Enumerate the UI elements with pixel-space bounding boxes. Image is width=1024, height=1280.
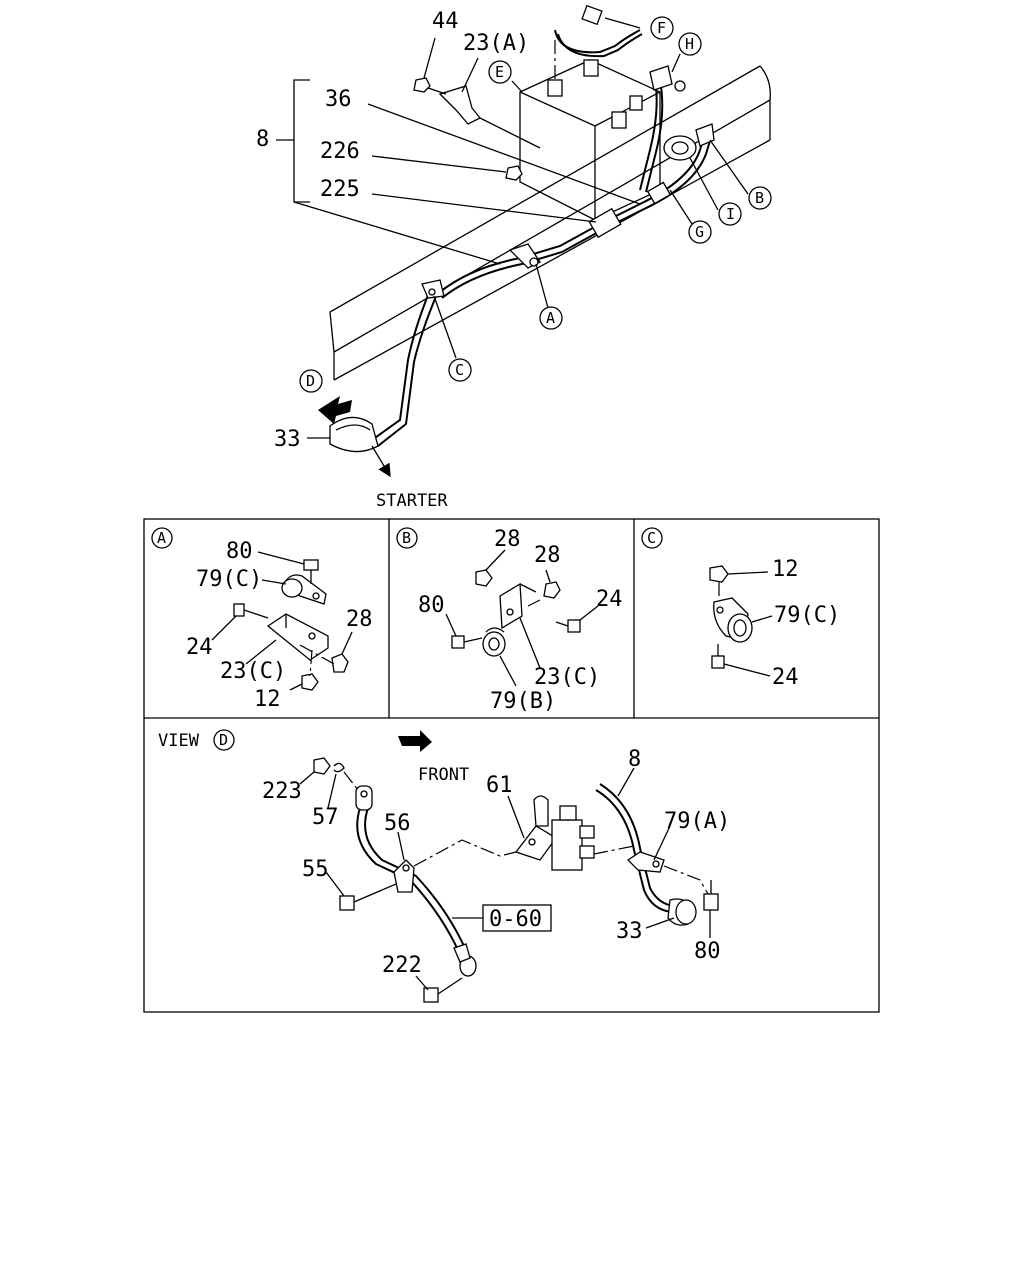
view-d-label-56: 56 <box>384 811 411 836</box>
label-36: 36 <box>325 87 352 112</box>
label-starter: STARTER <box>376 491 448 511</box>
svg-text:A: A <box>546 309 555 327</box>
label-44: 44 <box>432 9 459 34</box>
battery-box <box>519 40 661 221</box>
front-arrow-icon <box>398 730 432 752</box>
front-label: FRONT <box>418 765 469 785</box>
svg-text:C: C <box>647 529 656 547</box>
view-d-label-33: 33 <box>616 919 643 944</box>
view-d-label-61: 61 <box>486 773 513 798</box>
detail-a-label-79c: 79(C) <box>196 567 262 592</box>
detail-c-label-79c: 79(C) <box>774 603 840 628</box>
circle-callout-e: E <box>488 60 512 84</box>
view-d-label-57: 57 <box>312 805 339 830</box>
detail-a: A 80 79(C) 24 23(C) 28 12 <box>151 527 373 712</box>
cable-harness <box>318 4 715 478</box>
svg-text:F: F <box>657 19 666 37</box>
circle-callout-h: H <box>678 32 702 56</box>
svg-text:A: A <box>157 529 166 547</box>
label-226: 226 <box>320 139 360 164</box>
circle-callout-f: F <box>650 16 674 40</box>
main-assembly: 44 23(A) 36 8 226 225 33 STARTER E F H B… <box>256 4 772 511</box>
detail-c-label-24: 24 <box>772 665 799 690</box>
detail-b-label-28b: 28 <box>534 543 561 568</box>
label-33: 33 <box>274 427 301 452</box>
label-8: 8 <box>256 127 269 152</box>
svg-text:G: G <box>695 223 704 241</box>
detail-a-label-12: 12 <box>254 687 281 712</box>
view-d: VIEW D FRONT <box>158 729 730 1003</box>
detail-b-label-79b: 79(B) <box>490 689 556 714</box>
circle-callout-a: A <box>539 306 563 330</box>
ref-box-label: 0-60 <box>489 907 542 932</box>
label-23a: 23(A) <box>463 31 529 56</box>
view-d-label-55: 55 <box>302 857 329 882</box>
detail-b-label-28a: 28 <box>494 527 521 552</box>
circle-callout-i: I <box>718 202 742 226</box>
svg-text:E: E <box>495 63 504 81</box>
svg-text:I: I <box>726 205 735 223</box>
detail-a-label-23c: 23(C) <box>220 659 286 684</box>
detail-b-label-23c: 23(C) <box>534 665 600 690</box>
detail-c-tag: C <box>641 527 663 549</box>
svg-text:C: C <box>455 361 464 379</box>
detail-a-tag: A <box>151 527 173 549</box>
detail-c-label-12: 12 <box>772 557 799 582</box>
svg-text:H: H <box>685 35 694 53</box>
view-d-tag: D <box>213 729 235 751</box>
detail-a-label-80: 80 <box>226 539 253 564</box>
detail-b-tag: B <box>396 527 418 549</box>
detail-b-label-80: 80 <box>418 593 445 618</box>
frame-rail <box>329 65 771 381</box>
svg-text:D: D <box>219 731 228 749</box>
view-d-title: VIEW <box>158 731 200 751</box>
view-d-label-223: 223 <box>262 779 302 804</box>
svg-text:B: B <box>402 529 411 547</box>
circle-callout-g: G <box>688 220 712 244</box>
detail-a-label-24: 24 <box>186 635 213 660</box>
view-d-label-222: 222 <box>382 953 422 978</box>
circle-callout-d: D <box>299 369 323 393</box>
circle-callout-c: C <box>448 358 472 382</box>
svg-text:B: B <box>755 189 764 207</box>
view-d-label-8: 8 <box>628 747 641 772</box>
detail-a-label-28: 28 <box>346 607 373 632</box>
detail-b: B 28 28 80 24 23(C) 79(B) <box>396 527 623 714</box>
svg-text:D: D <box>306 372 315 390</box>
view-d-label-80: 80 <box>694 939 721 964</box>
detail-b-label-24: 24 <box>596 587 623 612</box>
circle-callout-b: B <box>748 186 772 210</box>
detail-c: C 12 79(C) 24 <box>641 527 840 690</box>
view-d-label-79a: 79(A) <box>664 809 730 834</box>
detail-frame <box>143 518 880 1013</box>
label-225: 225 <box>320 177 360 202</box>
